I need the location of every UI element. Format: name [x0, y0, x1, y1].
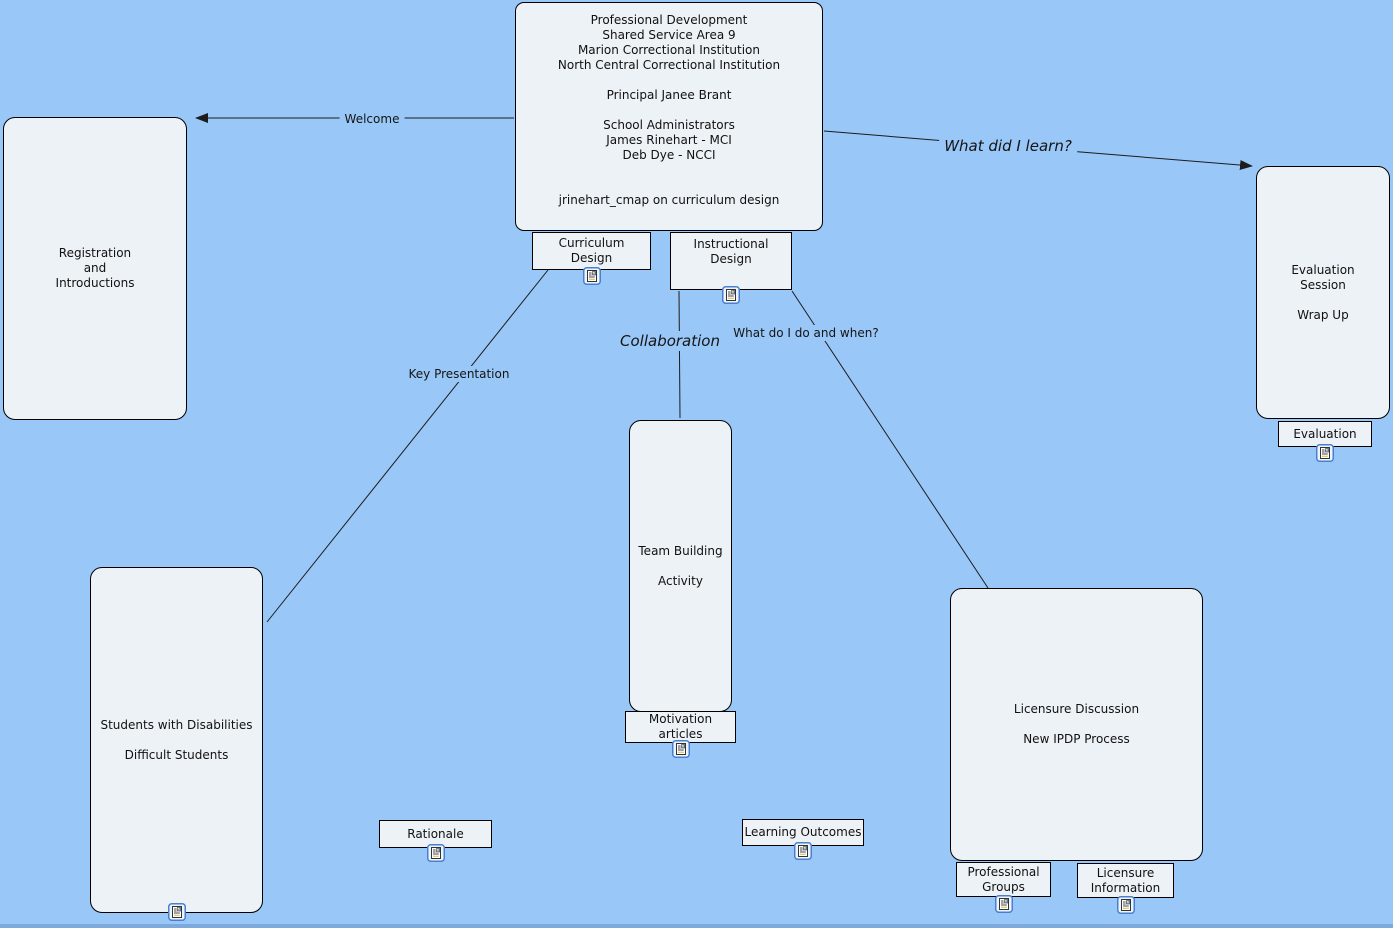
node-registration-and-introductions[interactable]: Registration and Introductions — [3, 117, 187, 420]
node-licensure-information[interactable]: Licensure Information — [1077, 863, 1174, 914]
node-text: Licensure Discussion New IPDP Process — [1013, 702, 1140, 746]
node-motivation-articles[interactable]: Motivation articles — [625, 711, 736, 758]
resource-icon[interactable] — [794, 842, 812, 860]
node-learning-outcomes[interactable]: Learning Outcomes — [742, 819, 864, 860]
node-text: Evaluation Session Wrap Up — [1291, 262, 1355, 322]
node-text: Licensure Information — [1090, 865, 1161, 895]
node-students-with-disabilities[interactable]: Students with Disabilities Difficult Stu… — [90, 567, 263, 921]
node-evaluation-session-wrap-up[interactable]: Evaluation Session Wrap Up — [1256, 166, 1390, 419]
resource-icon[interactable] — [994, 895, 1013, 913]
node-evaluation[interactable]: Evaluation — [1278, 421, 1372, 462]
node-professional-development-header[interactable]: Professional Development Shared Service … — [515, 2, 823, 231]
node-text: Students with Disabilities Difficult Stu… — [100, 717, 253, 762]
linking-phrase-welcome[interactable]: Welcome — [339, 111, 405, 127]
node-text: Professional Groups — [967, 864, 1040, 894]
node-text: Learning Outcomes — [744, 825, 862, 839]
node-text: Motivation articles — [648, 712, 713, 741]
node-curriculum-design[interactable]: Curriculum Design — [532, 232, 651, 285]
node-text: Evaluation — [1293, 426, 1357, 441]
node-instructional-design[interactable]: Instructional Design — [670, 232, 792, 304]
node-text: Curriculum Design — [558, 236, 625, 265]
node-team-building-activity[interactable]: Team Building Activity — [629, 420, 732, 712]
linking-phrase-collaboration[interactable]: Collaboration — [615, 331, 725, 351]
linking-phrase-key-presentation[interactable]: Key Presentation — [403, 366, 515, 382]
node-rationale[interactable]: Rationale — [379, 820, 492, 862]
node-professional-groups[interactable]: Professional Groups — [956, 862, 1051, 913]
resource-icon[interactable] — [722, 286, 740, 304]
resource-icon[interactable] — [582, 267, 601, 285]
canvas-bottom-edge — [0, 924, 1393, 928]
connector-key-presentation[interactable] — [266, 269, 549, 623]
resource-icon[interactable] — [426, 844, 445, 862]
connector-collaboration[interactable] — [678, 290, 681, 419]
resource-icon[interactable] — [671, 740, 690, 758]
node-licensure-discussion[interactable]: Licensure Discussion New IPDP Process — [950, 588, 1203, 861]
linking-phrase-what-did-i-learn[interactable]: What did I learn? — [939, 136, 1077, 156]
node-text: Professional Development Shared Service … — [557, 13, 781, 207]
linking-phrase-what-do-i-do-and-when[interactable]: What do I do and when? — [728, 325, 884, 341]
resource-icon[interactable] — [167, 903, 186, 921]
node-text: Rationale — [407, 826, 464, 841]
resource-icon[interactable] — [1316, 444, 1334, 462]
node-text: Team Building Activity — [638, 543, 723, 588]
resource-icon[interactable] — [1116, 896, 1135, 914]
node-text: Instructional Design — [693, 237, 769, 266]
node-text: Registration and Introductions — [55, 246, 135, 290]
